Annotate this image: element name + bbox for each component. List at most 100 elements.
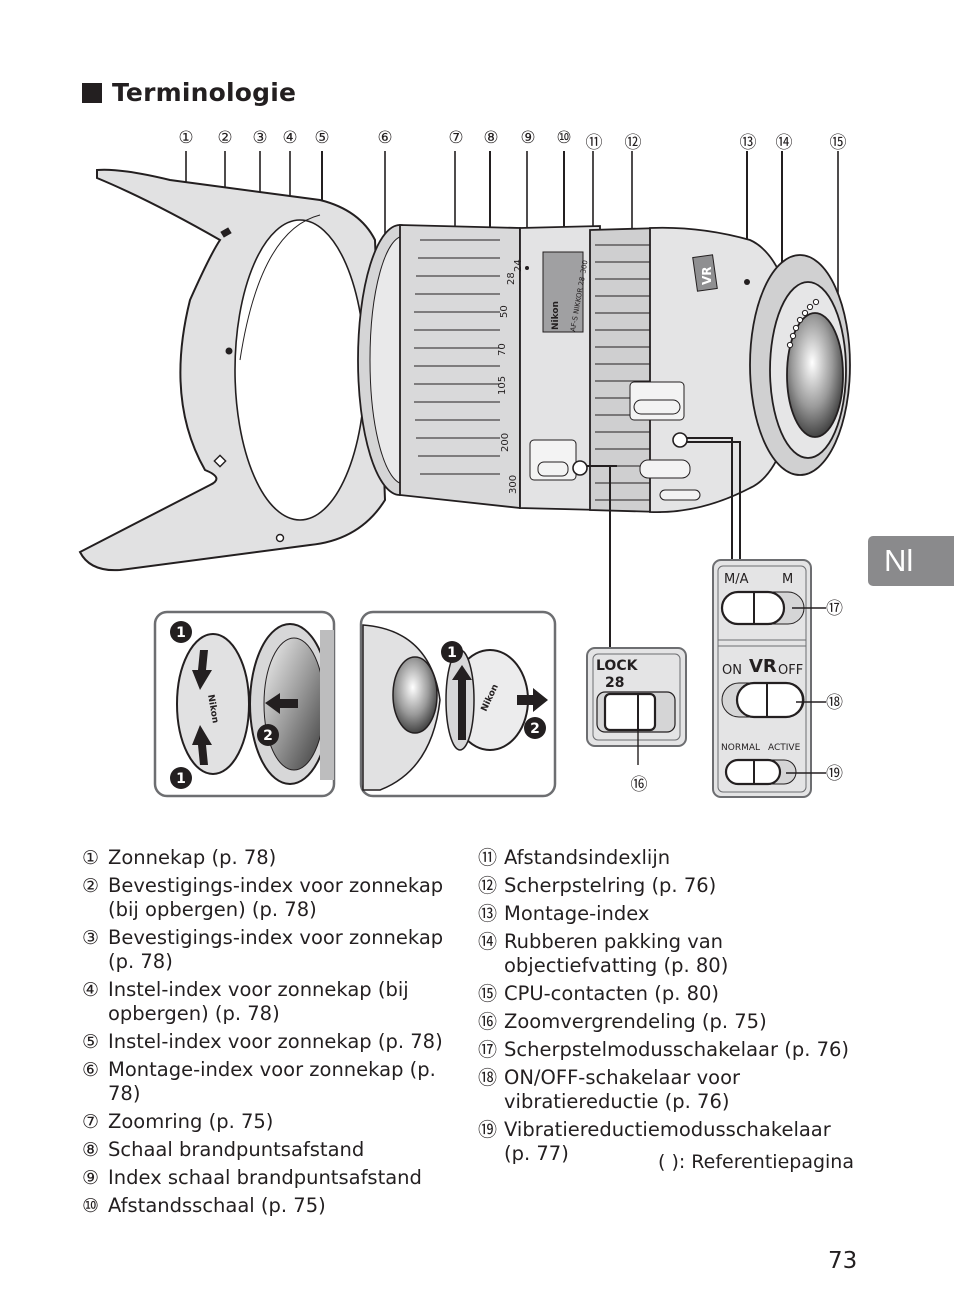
legend-text: Bevestigings-index voor zonnekap (p. 78) xyxy=(108,926,444,973)
zoom-ring-ridges xyxy=(414,239,500,475)
rear-cap-inset: 1 2 Nikon xyxy=(359,610,557,798)
switch-detail-panel: M/A M ON VR OFF NORMAL ACTIVE ⑰ ⑱ ⑲ xyxy=(712,559,843,798)
legend-number: ⑮ xyxy=(478,983,498,1005)
callout-8: ⑧ xyxy=(483,128,499,148)
diagram-shape: M/A M ON VR OFF NORMAL ACTIVE xyxy=(721,572,803,753)
callout-11: ⑪ xyxy=(585,133,603,153)
twist-arrow-icon xyxy=(452,665,472,740)
lock-focal-label: 28 xyxy=(605,675,624,691)
legend-number: ⑦ xyxy=(82,1111,100,1133)
page-number: 73 xyxy=(828,1248,858,1274)
scale-70: 70 xyxy=(497,343,508,356)
language-tab: Nl xyxy=(868,536,954,586)
callout-19: ⑲ xyxy=(826,764,843,784)
callout-9: ⑨ xyxy=(520,128,536,148)
barrel-brand: Nikon xyxy=(551,301,561,330)
barrel-switches xyxy=(529,381,701,501)
section-title-text: Terminologie xyxy=(112,78,297,107)
callout-15: ⑮ xyxy=(829,133,847,153)
diagram-shape xyxy=(592,653,681,741)
legend-number: ⑫ xyxy=(478,875,498,897)
vr-badge xyxy=(692,254,718,292)
focus-mode-ma-label: M/A xyxy=(724,572,749,587)
legend-number: ② xyxy=(82,875,100,897)
legend-text: Instel-index voor zonnekap (bij opbergen… xyxy=(108,978,409,1025)
legend-text: Instel-index voor zonnekap (p. 78) xyxy=(108,1030,443,1053)
zoom-lock-detail: LOCK 28 xyxy=(586,647,687,765)
language-tab-label: Nl xyxy=(884,543,914,578)
hood-marks xyxy=(213,227,285,543)
diagram-shape xyxy=(717,565,807,793)
step-1-label: 1 xyxy=(176,771,186,787)
diagram-shape xyxy=(234,219,366,521)
legend-text: ON/OFF-schakelaar voor vibratiereductie … xyxy=(504,1066,741,1113)
legend-number: ⑨ xyxy=(82,1167,100,1189)
diagram-shape xyxy=(786,312,844,438)
legend-number: ⑤ xyxy=(82,1031,100,1053)
diagram-shape xyxy=(786,341,794,349)
diagram-shape xyxy=(239,214,321,361)
scale-300: 300 xyxy=(508,475,519,494)
diagram-shape: 24 28 50 70 105 200 300 xyxy=(497,259,524,494)
legend-text: Zonnekap (p. 78) xyxy=(108,846,277,869)
lens-hood xyxy=(78,168,387,572)
diagram-shape xyxy=(659,489,701,501)
hood-storage-attach-index-icon xyxy=(220,227,232,238)
step-1-badge xyxy=(441,641,463,663)
step-1-badge-bottom xyxy=(170,767,192,789)
hood-align-index-icon xyxy=(275,533,285,543)
diagram-shape xyxy=(789,332,797,340)
legend-number: ⑧ xyxy=(82,1139,100,1161)
switch-panel-leader-dot xyxy=(672,432,688,448)
step-2-badge xyxy=(257,724,279,746)
vr-badge-text: VR xyxy=(700,266,714,285)
step-1-label: 1 xyxy=(176,625,186,641)
step-2-badge xyxy=(524,717,546,739)
diagram-shape: ⑰ ⑱ ⑲ xyxy=(826,599,843,784)
legend-number: ⑰ xyxy=(478,1039,498,1061)
push-arrow-icon xyxy=(265,693,298,714)
mount-index-icon xyxy=(744,279,750,285)
callout-1: ① xyxy=(178,128,194,148)
diagram-shape xyxy=(792,324,800,332)
vr-off-label: OFF xyxy=(778,663,803,678)
diagram-shape xyxy=(392,656,438,734)
legend-text: Rubberen pakking van objectiefvatting (p… xyxy=(504,930,729,977)
diagram-shape xyxy=(687,437,733,560)
diagram-shape xyxy=(801,309,809,317)
hood-attach-index-icon xyxy=(225,347,233,355)
diagram-shape xyxy=(812,298,820,306)
legend-text: Afstandsschaal (p. 75) xyxy=(108,1194,326,1217)
legend-number: ⑲ xyxy=(478,1119,498,1141)
legend-text: Montage-index voor zonnekap (p. 78) xyxy=(108,1058,436,1105)
vr-onoff-switch xyxy=(735,681,805,719)
callout-4: ④ xyxy=(282,128,298,148)
step-1-badge-top xyxy=(170,621,192,643)
legend-item: ⑭ Rubberen pakking van objectiefvatting (… xyxy=(478,928,863,980)
scale-200: 200 xyxy=(500,433,511,452)
legend-number: ⑥ xyxy=(82,1059,100,1081)
legend-number: ⑭ xyxy=(478,931,498,953)
legend-text: Bevestigings-index voor zonnekap (bij op… xyxy=(108,874,444,921)
zoom-lock-switch xyxy=(603,692,657,732)
legend-item: ② Bevestigings-index voor zonnekap (bij o… xyxy=(82,872,467,924)
legend-text: Index schaal brandpuntsafstand xyxy=(108,1166,422,1189)
diagram-shape xyxy=(786,607,826,774)
callout-17: ⑰ xyxy=(826,599,843,619)
lens-barrel xyxy=(357,224,851,514)
callout-10: ⑩ xyxy=(556,128,572,148)
legend-number: ⑬ xyxy=(478,903,498,925)
legend-text: Afstandsindexlijn xyxy=(504,846,671,869)
